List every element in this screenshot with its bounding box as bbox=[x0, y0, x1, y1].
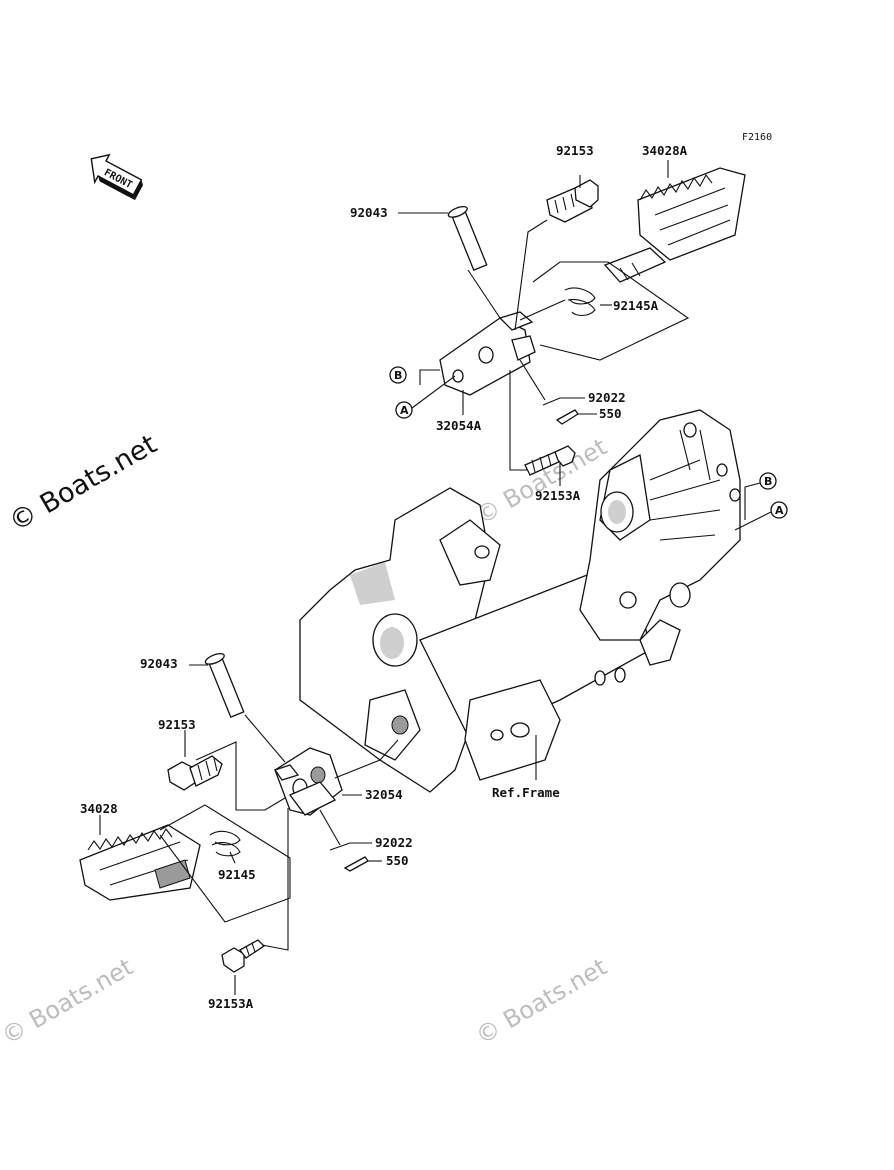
front-arrow-icon: FRONT bbox=[90, 153, 143, 201]
label-92153A-top: 92153A bbox=[535, 488, 581, 503]
watermark-faint: © Boats.net bbox=[0, 953, 138, 1050]
frame-assembly bbox=[299, 409, 741, 793]
label-92153-bottom: 92153 bbox=[158, 717, 196, 732]
bracket-32054A bbox=[439, 311, 536, 396]
callout-b-top-text: B bbox=[394, 369, 402, 382]
watermark-faint: © Boats.net bbox=[471, 953, 612, 1050]
label-34028A: 34028A bbox=[642, 143, 688, 158]
watermark-faint: © Boats.net bbox=[471, 433, 612, 530]
upper-footpeg-assembly bbox=[398, 160, 746, 486]
part-labels: 92153 34028A 92043 92145A 92022 550 3205… bbox=[80, 143, 688, 1011]
footpeg-34028 bbox=[79, 824, 201, 901]
callout-a-top: A bbox=[395, 401, 413, 419]
label-34028: 34028 bbox=[80, 801, 118, 816]
label-550-top: 550 bbox=[599, 406, 622, 421]
label-92145: 92145 bbox=[218, 867, 256, 882]
callout-b-top: B bbox=[389, 366, 407, 384]
label-92043-top: 92043 bbox=[350, 205, 388, 220]
callout-b-right: B bbox=[744, 472, 777, 520]
bolt-92153-bottom bbox=[167, 755, 223, 791]
bolt-92153A-top bbox=[524, 445, 576, 476]
washer-92022-top bbox=[542, 397, 561, 406]
label-92022-top: 92022 bbox=[588, 390, 626, 405]
bolt-92153-top bbox=[546, 179, 599, 223]
label-ref-frame: Ref.Frame bbox=[492, 785, 560, 800]
label-92145A: 92145A bbox=[613, 298, 659, 313]
pin-92043-top bbox=[447, 205, 488, 271]
label-92043-bottom: 92043 bbox=[140, 656, 178, 671]
cotter-550-top bbox=[555, 409, 579, 425]
cotter-550-bottom bbox=[343, 856, 369, 872]
label-92022-bottom: 92022 bbox=[375, 835, 413, 850]
callout-a-right-text: A bbox=[775, 504, 784, 517]
spring-92145A bbox=[564, 287, 596, 317]
callout-b-right-text: B bbox=[764, 475, 772, 488]
washer-92022-bottom bbox=[329, 842, 351, 851]
label-92153-top: 92153 bbox=[556, 143, 594, 158]
figure-code: F2160 bbox=[742, 132, 772, 143]
watermark-main: © Boats.net bbox=[4, 429, 162, 538]
label-92153A-bottom: 92153A bbox=[208, 996, 254, 1011]
footpeg-34028A bbox=[603, 167, 746, 283]
pin-92043-bottom bbox=[204, 652, 245, 718]
label-550-bottom: 550 bbox=[386, 853, 409, 868]
label-32054: 32054 bbox=[365, 787, 403, 802]
bracket-32054 bbox=[273, 747, 343, 816]
callout-a-top-text: A bbox=[400, 404, 409, 417]
spring-92145 bbox=[209, 830, 241, 857]
lower-footpeg-assembly bbox=[79, 652, 399, 995]
label-32054A: 32054A bbox=[436, 418, 482, 433]
callout-a-right: A bbox=[734, 501, 788, 531]
bolt-92153A-bottom bbox=[221, 939, 266, 973]
